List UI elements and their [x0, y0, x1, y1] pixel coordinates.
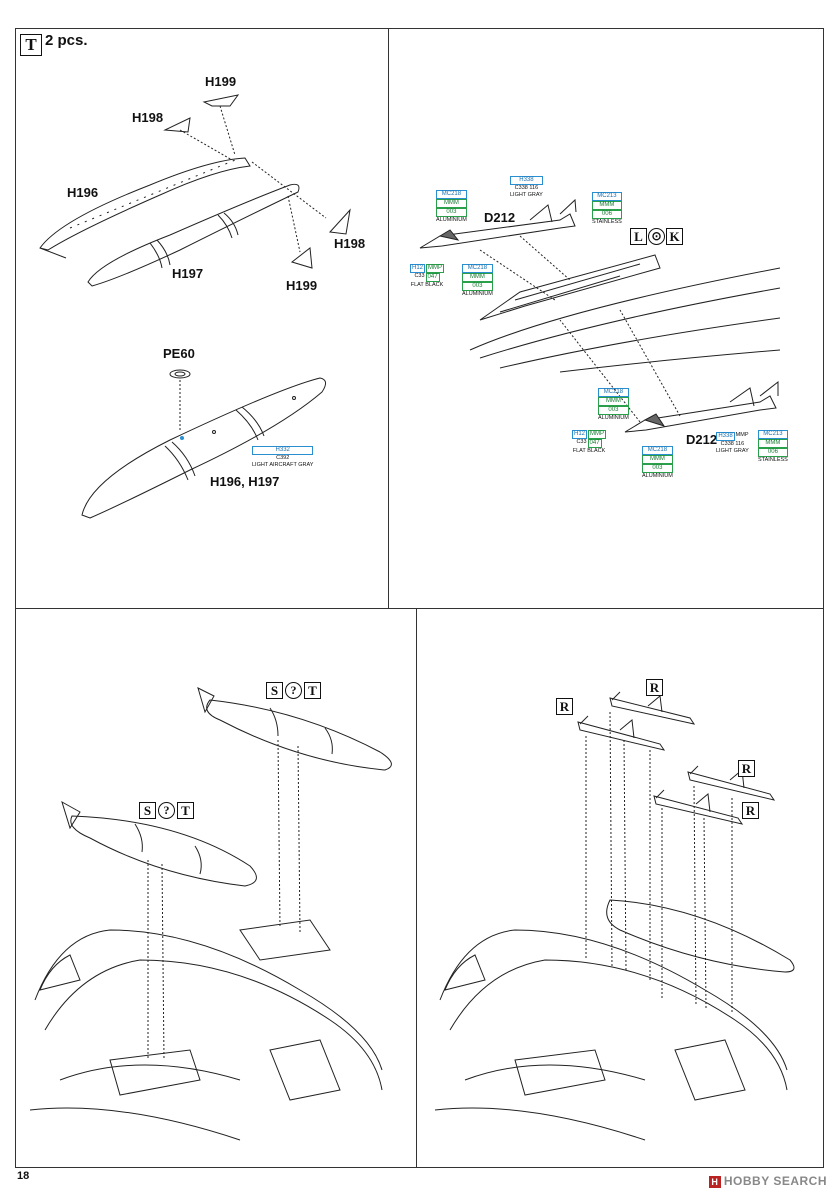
page-frame — [15, 28, 824, 1168]
option-box-r-2: R — [556, 698, 573, 715]
missile-d212-lower — [624, 380, 779, 433]
part-label-d212-lower: D212 — [686, 432, 718, 447]
tank-half-h196 — [39, 157, 251, 251]
guide-lines-tl — [179, 105, 327, 253]
option-circle-upper: ? — [285, 682, 302, 699]
guide-lines-tr — [479, 235, 681, 423]
paint-callout-light-aircraft-gray: H332 C392 LIGHT AIRCRAFT GRAY — [252, 446, 314, 468]
tank-half-h197 — [87, 183, 300, 287]
part-label-pe60: PE60 — [163, 346, 195, 361]
paint-callout-aluminium-lower: MC218 MMM 003 ALUMINIUM — [598, 388, 629, 421]
option-box-s-lower: S — [139, 802, 156, 819]
tank-assembled — [81, 369, 326, 519]
divider-vertical-top — [388, 28, 389, 608]
page-number: 18 — [17, 1170, 30, 1182]
arrow-h196 — [39, 247, 67, 259]
option-box-r-1: R — [646, 679, 663, 696]
part-label-d212-upper: D212 — [484, 210, 516, 225]
tank-br — [606, 899, 795, 973]
option-box-r-4: R — [742, 802, 759, 819]
paint-callout-light-gray-upper: H338 C338 116 LIGHT GRAY — [510, 176, 543, 198]
option-box-l: L — [630, 228, 647, 245]
option-box-t-upper: T — [304, 682, 321, 699]
part-label-h196: H196 — [67, 185, 99, 200]
paint-callout-stainless-lower: MC213 MMM 006 STAINLESS — [758, 430, 788, 463]
option-circle-separator: ⊙ — [648, 228, 665, 245]
pylon-upper — [469, 254, 781, 373]
part-label-h198-left: H198 — [132, 110, 164, 125]
option-box-r-3: R — [738, 760, 755, 777]
part-label-h199-top: H199 — [205, 74, 237, 89]
fins — [163, 94, 351, 269]
quantity-label: 2 pcs. — [45, 32, 88, 49]
step-letter-box: T — [20, 34, 42, 56]
part-label-h199-bottom: H199 — [286, 278, 318, 293]
missile-d212-upper — [419, 198, 577, 249]
aircraft-fuselage-br — [434, 929, 788, 1141]
guide-lines-bl — [147, 739, 301, 1061]
assembled-label: H196, H197 — [210, 474, 280, 489]
option-circle-lower: ? — [158, 802, 175, 819]
divider-horizontal — [15, 608, 824, 609]
option-box-s-upper: S — [266, 682, 283, 699]
guide-lines-br — [585, 711, 733, 1014]
bomb-upper — [197, 687, 392, 771]
hobby-search-logo-icon: H — [708, 1176, 721, 1188]
aircraft-fuselage-bl — [29, 919, 383, 1141]
option-box-k: K — [666, 228, 683, 245]
part-label-h198-right: H198 — [334, 236, 366, 251]
bomb-lower — [61, 800, 257, 887]
option-box-t-lower: T — [177, 802, 194, 819]
paint-callout-aluminium-lower-2: MC218 MMM 003 ALUMINIUM — [642, 446, 673, 479]
part-label-h197: H197 — [172, 266, 204, 281]
divider-vertical-bottom — [416, 608, 417, 1168]
paint-callout-stainless-upper: MC213 MMM 006 STAINLESS — [592, 192, 622, 225]
paint-callout-aluminium-upper: MC218 MMM 003 ALUMINIUM — [436, 190, 467, 223]
paint-callout-aluminium-upper-2: MC218 MMM 003 ALUMINIUM — [462, 264, 493, 297]
